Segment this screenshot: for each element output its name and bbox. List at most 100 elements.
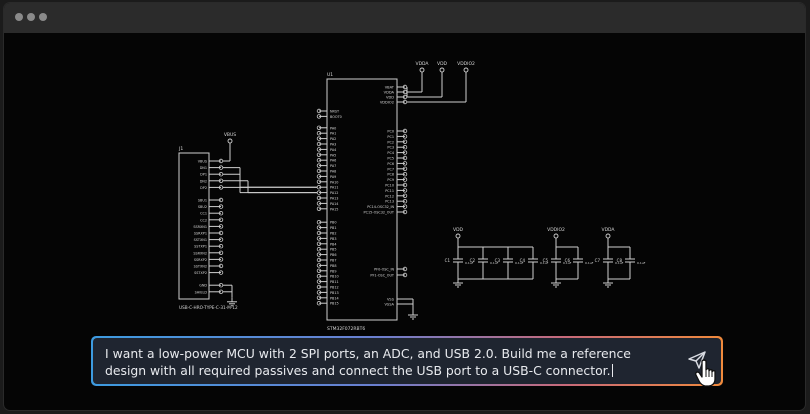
connector-pin-label: SBU2 <box>198 205 207 209</box>
pin-end <box>316 257 322 263</box>
connector-pin-label: SSRXN1 <box>193 225 207 229</box>
power-symbol <box>439 67 445 73</box>
pin-end <box>402 198 408 204</box>
mcu-pin-label: PC2 <box>387 140 394 144</box>
pin-end <box>402 266 408 272</box>
power-symbol <box>553 233 559 239</box>
mcu-pin-label: PA5 <box>330 153 336 157</box>
pin-end <box>402 99 408 105</box>
capacitor-label: C6 <box>565 258 571 263</box>
mcu-pin-label: PC10 <box>385 184 394 188</box>
pin-end <box>218 178 224 183</box>
mcu-pin-label: PC6 <box>387 162 394 166</box>
mcu-pin-label: PA15 <box>330 207 338 211</box>
mcu-pin-label: PC5 <box>387 157 394 161</box>
pin-end <box>316 252 322 257</box>
power-net-label: VDD <box>437 61 448 67</box>
send-icon <box>688 351 706 369</box>
prompt-input-container[interactable]: I want a low-power MCU with 2 SPI ports,… <box>91 336 723 387</box>
connector-pin-label: SSTXN2 <box>194 265 207 269</box>
mcu-pin-label: PA2 <box>330 137 336 141</box>
pin-end <box>402 166 408 171</box>
pin-end <box>402 161 408 166</box>
pin-end <box>218 230 224 236</box>
mcu-pin-label: BOOT0 <box>330 115 342 119</box>
mcu-pin-label: PA1 <box>330 132 336 136</box>
connector-pin-label: SSRXP1 <box>194 232 207 236</box>
connector-pin-label: SHIELD <box>195 290 208 294</box>
pin-end <box>402 182 408 188</box>
pin-end <box>316 184 322 190</box>
pin-end <box>402 177 408 182</box>
mcu-pin-label: PB15 <box>330 302 339 306</box>
mcu-pin-label: PA10 <box>330 180 338 184</box>
capacitor-label: C4 <box>520 258 526 263</box>
prompt-text[interactable]: I want a low-power MCU with 2 SPI ports,… <box>105 345 661 379</box>
mcu-pin-label: PB0 <box>330 221 337 225</box>
mcu-pin-label: PB1 <box>330 226 337 230</box>
pin-end <box>402 134 408 139</box>
pin-end <box>316 206 322 211</box>
mcu-pin-label: PF0-OSC_IN <box>374 268 394 272</box>
mcu-pin-label: PB12 <box>330 286 339 290</box>
pin-end <box>218 158 224 164</box>
capacitor-value: 0.1uF <box>540 261 549 265</box>
maximize-dot[interactable] <box>39 13 47 21</box>
mcu-pin-label: VDD <box>386 96 394 100</box>
power-symbol <box>227 138 233 144</box>
mcu-pin-label: PC11 <box>385 189 394 193</box>
pin-end <box>316 130 322 136</box>
connector-pin-label: SSRXN2 <box>193 251 207 255</box>
prompt-input[interactable]: I want a low-power MCU with 2 SPI ports,… <box>93 338 721 387</box>
close-dot[interactable] <box>15 13 23 21</box>
send-button[interactable] <box>685 348 709 372</box>
pin-end <box>316 152 322 157</box>
connector-pin-label: DN1 <box>200 166 207 170</box>
pin-end <box>316 108 322 114</box>
mcu-part-label: STM32F072RBT6 <box>327 326 365 332</box>
connector-pin-label: DP1 <box>200 173 207 177</box>
pin-end <box>402 272 408 278</box>
connector-pin-label: GND <box>199 284 207 288</box>
pin-end <box>402 193 408 198</box>
mcu-pin-label: PB11 <box>330 280 339 284</box>
pin-end <box>316 125 322 130</box>
pin-end <box>316 279 322 284</box>
capacitor-label: C1 <box>445 258 451 263</box>
pin-end <box>316 163 322 168</box>
mcu-pin-label: PB8 <box>330 264 337 268</box>
pin-end <box>218 217 224 222</box>
mcu-pin-label: PA7 <box>330 164 336 168</box>
pin-end <box>316 295 322 300</box>
connector-pin-label: SBU1 <box>198 199 207 203</box>
pin-end <box>316 246 322 252</box>
power-net-label: VDDA <box>415 61 429 67</box>
pin-end <box>316 284 322 290</box>
pin-end <box>218 282 224 288</box>
pin-end <box>402 204 408 209</box>
mcu-pin-label: VDDIO2 <box>380 101 394 105</box>
mcu-pin-label: PA0 <box>330 126 336 130</box>
connector-pin-label: DP2 <box>200 186 207 190</box>
minimize-dot[interactable] <box>27 13 35 21</box>
mcu-ref-label: U1 <box>327 72 333 78</box>
power-net-label: VDDIO2 <box>457 61 475 67</box>
mcu-pin-label: PC0 <box>387 130 394 134</box>
pin-end <box>316 236 322 241</box>
pin-end <box>218 210 224 216</box>
connector-pin-label: SSTXP2 <box>194 271 207 275</box>
pin-end <box>316 273 322 279</box>
connector-ref-label: J1 <box>178 146 183 152</box>
mcu-pin-label: PA6 <box>330 159 336 163</box>
capacitor-value: 0.1uF <box>615 261 624 265</box>
mcu-pin-label: VSSA <box>384 303 394 307</box>
pin-end <box>402 155 408 161</box>
pin-end <box>316 195 322 201</box>
connector-part-label: USB-C-HRO-TYPE-C-31-M-12 <box>179 305 238 310</box>
pin-end <box>402 139 408 144</box>
capacitor-value: 0.1uF <box>637 261 646 265</box>
mcu-pin-label: NRST <box>330 110 340 114</box>
capacitor-label: C5 <box>543 258 549 263</box>
